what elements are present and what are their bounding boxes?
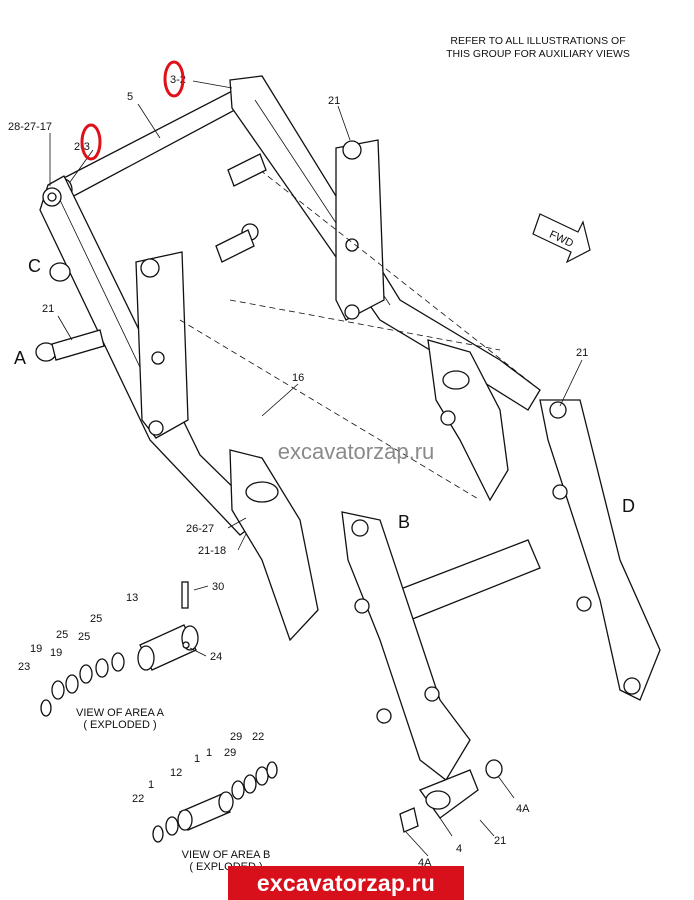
area-letter-c: C xyxy=(28,256,41,276)
callout-12: 12 xyxy=(170,767,182,779)
callout-29-b: 29 xyxy=(224,747,236,759)
exploded-view-area-b xyxy=(152,761,278,843)
watermark-middle: excavatorzap.ru xyxy=(278,439,435,464)
callout-19-a: 19 xyxy=(30,643,42,655)
bucket-link-part xyxy=(399,759,503,833)
callout-1-a: 1 xyxy=(206,747,212,759)
callout-1-b: 1 xyxy=(194,753,200,765)
header-note-line-1: REFER TO ALL ILLUSTRATIONS OF xyxy=(450,35,625,47)
callout-29-a: 29 xyxy=(230,731,242,743)
header-note-line-2: THIS GROUP FOR AUXILIARY VIEWS xyxy=(446,48,630,60)
callout-25-b: 25 xyxy=(56,629,68,641)
view-b-caption-1: VIEW OF AREA B xyxy=(182,849,271,861)
callout-30: 30 xyxy=(212,581,224,593)
pin-area-c xyxy=(49,262,71,282)
callout-21-18: 21-18 xyxy=(198,545,226,557)
forward-arrow-icon: FWD xyxy=(532,213,591,264)
left-side-plate xyxy=(229,449,319,642)
highlight-oval-3-2 xyxy=(163,60,185,98)
callout-23: 23 xyxy=(18,661,30,673)
callout-26-27: 26-27 xyxy=(186,523,214,535)
pin-area-a xyxy=(35,329,105,362)
watermark-banner: excavatorzap.ru xyxy=(228,866,464,900)
callout-1-c: 1 xyxy=(148,779,154,791)
area-letter-a: A xyxy=(14,348,26,368)
callout-19-b: 19 xyxy=(50,647,62,659)
callout-16: 16 xyxy=(292,372,304,384)
callout-4a-right: 4A xyxy=(516,803,530,815)
right-lift-arm xyxy=(229,75,541,411)
lift-cylinder-hidden xyxy=(179,319,481,501)
lower-link-d xyxy=(539,399,661,701)
callout-24: 24 xyxy=(210,651,222,663)
callout-4: 4 xyxy=(456,843,462,855)
right-side-plate xyxy=(427,339,509,502)
callout-25-c: 25 xyxy=(78,631,90,643)
area-letter-b: B xyxy=(398,512,410,532)
callout-21-bottom: 21 xyxy=(494,835,506,847)
callout-13: 13 xyxy=(126,592,138,604)
highlight-oval-2-3 xyxy=(80,123,102,161)
tilt-cylinder-hidden xyxy=(229,299,501,351)
callout-22-a: 22 xyxy=(252,731,264,743)
callout-21-right: 21 xyxy=(576,347,588,359)
callout-21-top: 21 xyxy=(328,95,340,107)
exploded-view-area-a xyxy=(40,581,199,717)
lower-link-b xyxy=(341,511,471,781)
leader-lines xyxy=(49,80,583,857)
callout-21-left: 21 xyxy=(42,303,54,315)
tilt-link-left xyxy=(135,251,189,439)
view-a-caption-2: ( EXPLODED ) xyxy=(83,719,156,731)
top-pin-part xyxy=(215,153,267,263)
view-a-caption-1: VIEW OF AREA A xyxy=(76,707,165,719)
callout-25-a: 25 xyxy=(90,613,102,625)
callout-22-b: 22 xyxy=(132,793,144,805)
lower-cross-tube xyxy=(397,539,541,621)
area-letter-d: D xyxy=(622,496,635,516)
callout-5: 5 xyxy=(127,91,133,103)
callout-28-27-17: 28-27-17 xyxy=(8,121,52,133)
rod-hidden xyxy=(259,169,541,391)
tilt-link-upper xyxy=(335,139,385,321)
